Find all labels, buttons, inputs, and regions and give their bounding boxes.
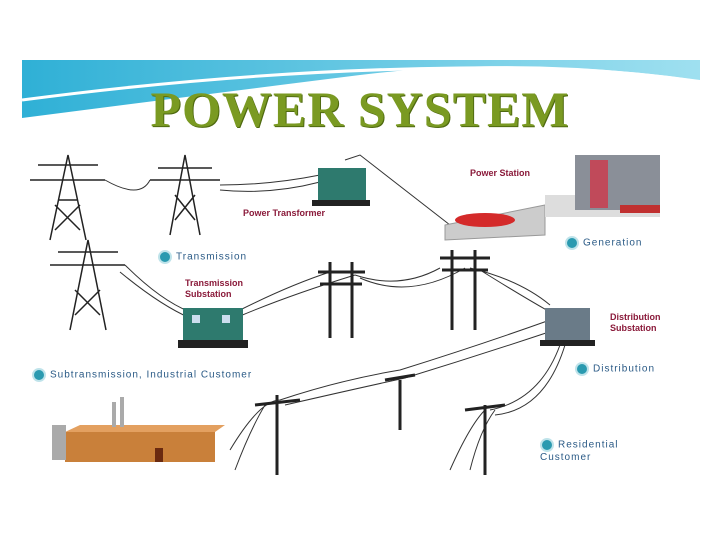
- label-distribution-substation: Distribution Substation: [610, 312, 661, 333]
- label-transmission: Transmission: [158, 250, 247, 264]
- distribution-substation-icon: [540, 308, 595, 346]
- label-distribution: Distribution: [575, 362, 655, 376]
- utility-pole-icon: [254, 250, 506, 475]
- badge-icon: [158, 250, 172, 264]
- badge-icon: [32, 368, 46, 382]
- label-power-transformer: Power Transformer: [243, 208, 326, 218]
- label-consumer: Residential Customer: [540, 438, 619, 463]
- power-transformer-icon: [312, 168, 370, 206]
- badge-icon: [565, 236, 579, 250]
- label-power-station: Power Station: [470, 168, 531, 178]
- badge-icon: [575, 362, 589, 376]
- page-title: POWER SYSTEM: [150, 81, 570, 137]
- substation-transformer-icon: [178, 308, 248, 348]
- label-transmission-substation: Transmission Substation: [185, 278, 244, 299]
- pylon-icon: [30, 154, 220, 331]
- label-subtransmission: Subtransmission, Industrial Customer: [32, 368, 272, 382]
- factory-icon: [52, 397, 225, 462]
- banner-wave: [22, 60, 700, 118]
- label-generation: Generation: [565, 236, 642, 250]
- badge-icon: [540, 438, 554, 452]
- power-station-icon: [444, 155, 660, 241]
